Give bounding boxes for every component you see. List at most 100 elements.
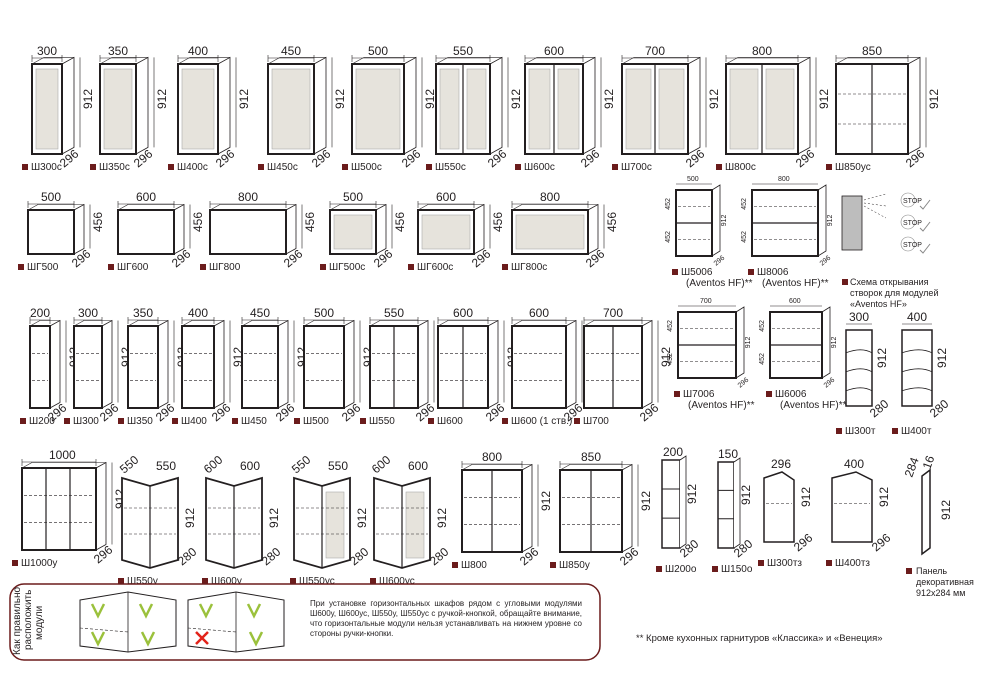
- cabinet-side: [217, 56, 231, 155]
- shelf-curve: [901, 368, 933, 373]
- scheme-line-1: Схема открывания: [850, 277, 929, 287]
- width-label: 200: [663, 445, 683, 459]
- cabinet-front: [127, 325, 159, 409]
- width-label: 800: [540, 190, 560, 204]
- module-code: Ш200о: [665, 564, 697, 575]
- height-label: 912: [935, 348, 949, 368]
- marker-square: [515, 164, 521, 170]
- dim-line: [863, 193, 887, 201]
- marker-square: [342, 164, 348, 170]
- module-code: Ш800с: [725, 162, 756, 173]
- h2-label: 452: [667, 353, 674, 365]
- width-label: 350: [133, 306, 153, 320]
- cabinet-front: [73, 325, 103, 409]
- wrong-layout: [187, 591, 285, 653]
- h1-label: 452: [759, 320, 766, 332]
- cabinet-top: [725, 57, 810, 65]
- cross-icon: [195, 631, 209, 645]
- depth-label: 296: [713, 255, 727, 268]
- cabinet-side: [403, 56, 417, 155]
- width-label: 200: [30, 306, 50, 320]
- scheme-caption: Схема открывания створок для модулей «Av…: [850, 277, 990, 310]
- height-label: 912: [927, 89, 941, 109]
- stop-label: STOP: [903, 198, 922, 205]
- module-code: Ш400: [181, 416, 207, 427]
- width-label: 800: [752, 44, 772, 58]
- marker-square: [408, 264, 414, 270]
- check-icon: [919, 221, 931, 232]
- cabinet-front: [241, 325, 279, 409]
- marker-square: [502, 418, 508, 424]
- marker-square: [20, 418, 26, 424]
- width-label: 800: [238, 190, 258, 204]
- glass-panel: [658, 68, 685, 150]
- module-code: Ш350: [127, 416, 153, 427]
- marker-square: [574, 418, 580, 424]
- module-code: Ш300с: [31, 162, 62, 173]
- cabinet-front: [901, 329, 933, 407]
- width-label: 500: [41, 190, 61, 204]
- height-label: 912: [639, 491, 653, 511]
- check-icon: [90, 603, 106, 619]
- aventos-scheme: STOP STOP STOP: [841, 192, 931, 285]
- cabinet-side: [817, 184, 827, 257]
- stop-label: STOP: [903, 242, 922, 249]
- module-sub: (Aventos HF)**: [780, 400, 847, 411]
- glass-panel: [271, 68, 311, 150]
- cabinet-side: [157, 319, 169, 409]
- height-label: 912: [602, 89, 616, 109]
- module-code: Ш800: [461, 560, 487, 571]
- width-label: 500: [314, 306, 334, 320]
- height-label: 912: [539, 491, 553, 511]
- cabinet-top: [417, 204, 484, 211]
- cabinet-top: [73, 320, 112, 327]
- check-icon: [919, 243, 931, 254]
- width-label: 700: [700, 298, 712, 305]
- dim-line: [187, 627, 237, 633]
- height-label: 456: [393, 212, 407, 232]
- marker-square: [826, 164, 832, 170]
- stop-label: STOP: [903, 220, 922, 227]
- glass-panel: [421, 214, 471, 250]
- module-code: ШГ800с: [511, 262, 547, 273]
- cabinet-front: [117, 209, 175, 255]
- marker-square: [370, 578, 376, 584]
- cabinet-front: [303, 325, 345, 409]
- cabinet-top: [835, 57, 920, 65]
- glass-panel: [528, 68, 551, 150]
- cabinet-top: [329, 204, 386, 211]
- height-label: 912: [721, 215, 728, 227]
- height-label: 912: [707, 89, 721, 109]
- footnote: ** Кроме кухонных гарнитуров «Классика» …: [636, 633, 883, 644]
- module-code: Ш500: [303, 416, 329, 427]
- cabinet-side: [797, 56, 811, 155]
- side-label-2: расположить: [23, 590, 34, 650]
- width1-label: 550: [117, 452, 142, 476]
- marker-square: [360, 418, 366, 424]
- marker-square: [836, 428, 842, 434]
- module-code: Ш300: [73, 416, 99, 427]
- marker-square: [758, 560, 764, 566]
- module-code: Ш450с: [267, 162, 298, 173]
- cabinet-side: [582, 56, 596, 155]
- marker-square: [502, 264, 508, 270]
- width-label: 850: [581, 450, 601, 464]
- cabinet-top: [435, 57, 502, 65]
- marker-square: [674, 391, 680, 397]
- module-code: Ш550ус: [299, 576, 335, 587]
- module-code: Ш700: [583, 416, 609, 427]
- depth-label: 296: [819, 255, 833, 268]
- cabinet-side: [735, 306, 745, 379]
- module-sub: (Aventos HF)**: [686, 278, 753, 289]
